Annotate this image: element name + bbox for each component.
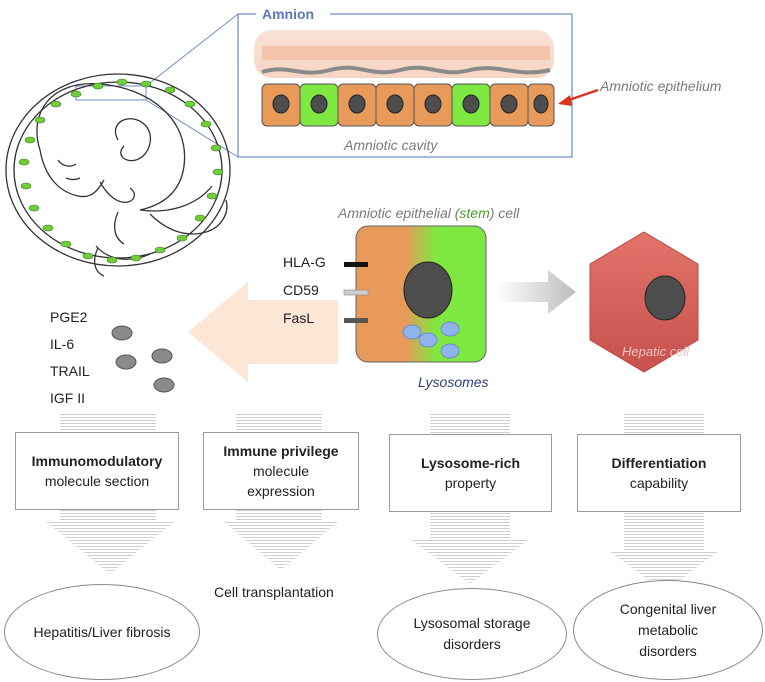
outcome-text: Hepatitis/Liver fibrosis <box>33 623 171 640</box>
amnion-cell-dots <box>18 78 224 264</box>
property-title: Lysosome-rich <box>420 455 521 471</box>
secreted-trail: TRAIL <box>50 363 90 379</box>
outcome-lysosomal-storage: Lysosomal storage disorders <box>377 588 567 680</box>
property-title: Differentiation <box>611 455 707 471</box>
surface-markers <box>343 262 369 323</box>
outcome-text-line1: Lysosomal storage <box>413 615 531 631</box>
property-desc: capability <box>629 475 689 491</box>
zoom-lines <box>75 13 239 158</box>
secreted-igf2: IGF II <box>50 390 85 406</box>
property-box-differentiation: Differentiation capability <box>577 434 741 512</box>
fetus-illustration <box>5 73 231 277</box>
amniotic-cavity-label: Amniotic cavity <box>344 137 438 153</box>
stem-cell-title: Amniotic epithelial (stem) cell <box>338 205 519 221</box>
lysosomes <box>402 321 460 359</box>
hepatic-nucleus <box>644 275 686 321</box>
differentiation-arrow <box>496 270 576 314</box>
epithelial-cell-row <box>261 83 555 127</box>
secretion-arrow <box>188 282 338 382</box>
property-desc: molecule section <box>44 473 150 489</box>
property-title: Immunomodulatory <box>31 453 163 469</box>
stem-cell-title-post: ) cell <box>489 205 520 221</box>
outcome-congenital-metabolic: Congenital liver metabolic disorders <box>573 580 763 680</box>
property-desc: property <box>444 475 497 491</box>
amniotic-epithelium-label: Amniotic epithelium <box>600 78 722 94</box>
secreted-pge2: PGE2 <box>50 309 88 325</box>
stem-cell-title-pre: Amniotic epithelial ( <box>338 205 460 221</box>
cell-transplantation-label: Cell transplantation <box>214 584 334 600</box>
property-box-immune-privilege: Immune privilege molecule expression <box>203 432 359 510</box>
marker-cd59: CD59 <box>283 282 319 298</box>
marker-hla-g: HLA-G <box>283 254 326 270</box>
outcome-hepatitis-fibrosis: Hepatitis/Liver fibrosis <box>4 584 200 680</box>
amniotic-sac-inner <box>13 81 223 259</box>
property-box-lysosome-rich: Lysosome-rich property <box>389 434 552 512</box>
hepatic-cell-label: Hepatic cell <box>622 344 690 359</box>
stem-cell-title-stem: stem <box>459 205 490 221</box>
secreted-il6: IL-6 <box>50 336 75 352</box>
amniotic-stem-cell <box>355 225 487 363</box>
property-desc: molecule expression <box>247 463 315 499</box>
basement-membrane <box>261 65 551 75</box>
epithelium-pointer-arrow <box>558 88 599 106</box>
amnion-title: Amnion <box>262 6 315 22</box>
outcome-text-line3: disorders <box>639 642 697 659</box>
outcome-text-line2: metabolic <box>638 621 698 638</box>
property-box-immunomodulatory: Immunomodulatory molecule section <box>15 432 179 510</box>
lysosomes-label: Lysosomes <box>418 374 489 390</box>
property-arrows <box>44 412 720 592</box>
property-title: Immune privilege <box>223 443 339 459</box>
secreted-molecules <box>111 325 175 393</box>
stem-cell-nucleus <box>403 261 453 319</box>
outcome-text-line2: disorders <box>443 636 501 652</box>
amniotic-sac-outer <box>5 73 231 267</box>
hepatic-cell <box>589 231 699 373</box>
outcome-text-line1: Congenital liver <box>619 600 717 617</box>
marker-fasl: FasL <box>283 310 315 326</box>
amnion-inset <box>237 6 573 158</box>
